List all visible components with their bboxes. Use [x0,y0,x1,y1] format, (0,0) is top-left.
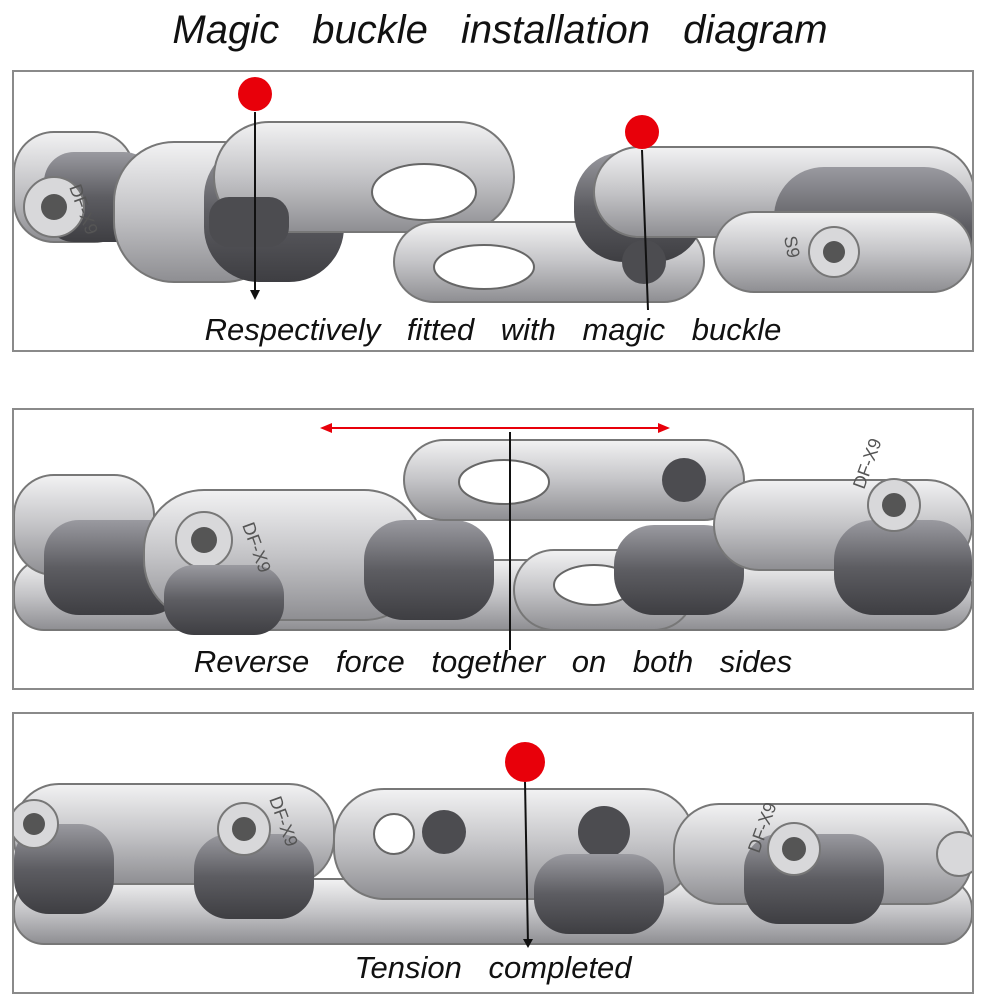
pointer-line-right [641,149,649,311]
force-arrow-left-head [320,423,332,433]
arrowhead-center [523,939,533,948]
arrowhead-left [250,290,260,300]
red-marker-left [238,77,272,111]
step-3-caption: Tension completed [354,950,632,985]
chain-body: DF-X9 DF-X9 [14,436,972,635]
step-2-panel: DF-X9 DF-X9 Reverse force together on bo… [12,408,974,690]
step-1-caption: Respectively fitted with magic buckle [204,312,782,347]
right-chain-segment: S9 [393,146,972,303]
step-1-chain-illustration: DF-X9 S9 [14,77,972,311]
pointer-line-center [524,781,529,945]
red-marker-right [625,115,659,149]
step-3-chain-illustration: DF-X9 DF-X9 [14,742,972,948]
force-arrow-right-head [658,423,670,433]
step-2-caption: Reverse force together on both sides [193,644,793,679]
left-chain-segment: DF-X9 [14,121,515,283]
diagram-title: Magic buckle installation diagram [172,8,828,52]
step-3-panel: DF-X9 DF-X9 Tension completed [12,712,974,994]
assembled-chain: DF-X9 DF-X9 [14,783,972,945]
step-1-panel: DF-X9 S9 Respectively fitted with magic … [12,70,974,352]
link-marking-right: S9 [780,234,804,259]
step-2-chain-illustration: DF-X9 DF-X9 [14,423,972,650]
red-marker-center [505,742,545,782]
